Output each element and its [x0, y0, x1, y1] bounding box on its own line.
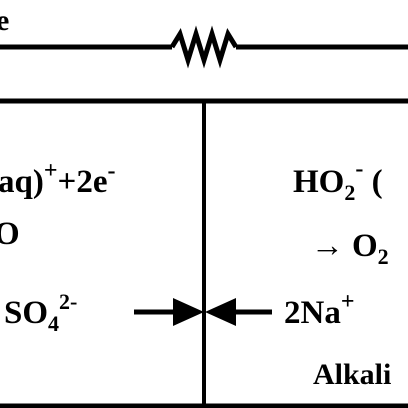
- left-reaction-line2: O: [0, 216, 20, 252]
- arrow-left-icon: [205, 298, 272, 326]
- sulfate-ion-label: SO42-: [4, 289, 77, 336]
- arrow-right-icon: [134, 298, 204, 326]
- left-reaction-line1: aq)++2e-: [0, 158, 115, 200]
- resistor-symbol: [169, 25, 239, 69]
- right-reaction-line2: →O2: [311, 228, 389, 269]
- alkali-label: Alkali: [313, 358, 391, 391]
- cell-box: [0, 98, 408, 408]
- sodium-ion-label: 2Na+: [284, 289, 355, 331]
- right-compartment: HO2- ( →O2 2Na+ Alkali: [205, 156, 391, 391]
- right-reaction-line1: HO2- (: [293, 156, 383, 205]
- left-compartment: aq)++2e- O SO42-: [0, 158, 204, 336]
- top-left-label: e: [0, 4, 9, 37]
- external-circuit: e: [0, 4, 408, 69]
